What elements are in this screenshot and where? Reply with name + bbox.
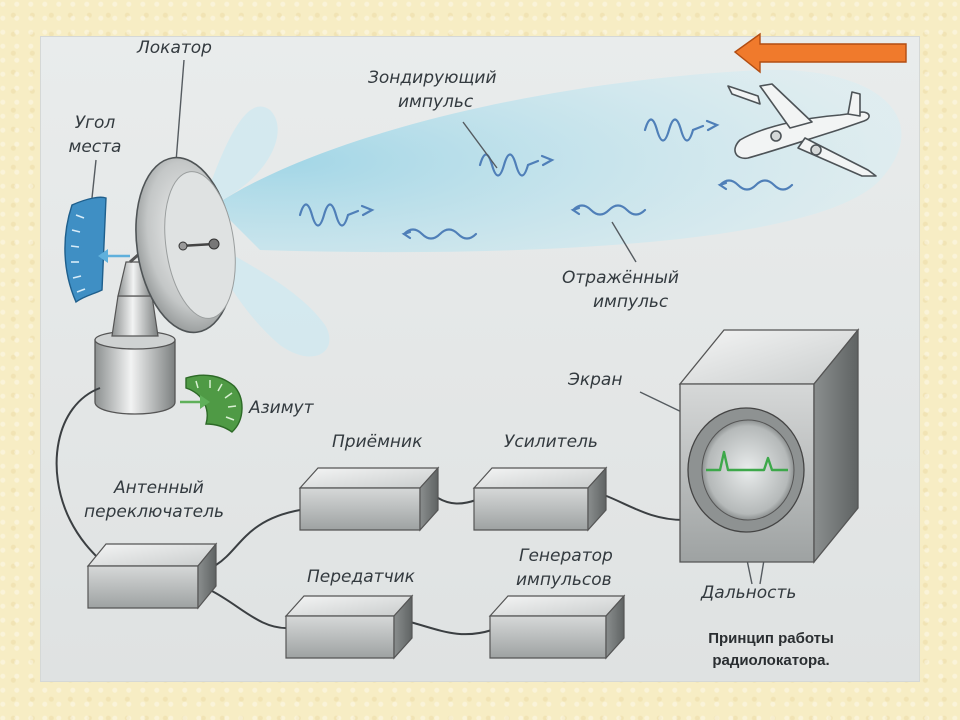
azimuth-label: Азимут <box>249 398 314 418</box>
cable-transmitter-generator <box>409 621 493 636</box>
probe-pulse-wave <box>643 118 720 142</box>
amplifier-label: Усилитель <box>504 432 598 452</box>
airplane-icon <box>727 83 877 177</box>
pulse-generator-box <box>488 594 626 660</box>
pulse-generator-label-line1: Генератор <box>519 546 613 566</box>
pulse-generator-label-line2: импульсов <box>516 570 612 590</box>
cable-antenna-switch <box>55 387 101 561</box>
antenna-switch-box <box>86 542 218 610</box>
probe-pulse-label-line2: импульс <box>398 92 474 112</box>
elevation-scale <box>64 196 130 304</box>
diagram-caption: Принцип работы радиолокатора. <box>676 628 866 672</box>
locator-label: Локатор <box>137 38 212 58</box>
receiver-label: Приёмник <box>332 432 423 452</box>
caption-line2: радиолокатора. <box>712 652 830 669</box>
transmitter-box <box>284 594 414 660</box>
range-trace <box>706 450 788 472</box>
radar-beam <box>210 69 902 357</box>
elevation-label-line2: места <box>68 137 122 157</box>
screen-unit <box>678 328 860 564</box>
reflected-pulse-label-line1: Отражённый <box>562 268 679 288</box>
probe-pulse-label-line1: Зондирующий <box>368 68 497 88</box>
cable-switch-receiver <box>215 509 301 566</box>
azimuth-scale <box>180 374 243 433</box>
screen-label: Экран <box>568 370 623 390</box>
reflected-pulse-wave <box>401 228 478 240</box>
reflected-pulse-leader <box>611 221 637 263</box>
probe-pulse-wave <box>298 203 375 227</box>
reflected-pulse-label-line2: импульс <box>593 292 669 312</box>
caption-line1: Принцип работы <box>708 630 834 647</box>
range-label: Дальность <box>701 583 797 603</box>
elevation-label-line1: Угол <box>74 113 116 133</box>
amplifier-box <box>472 466 608 532</box>
cable-receiver-amplifier <box>437 497 477 505</box>
reflected-pulse-wave <box>570 204 647 216</box>
elevation-leader <box>91 159 97 199</box>
left-arrow-icon[interactable] <box>733 32 907 74</box>
cable-amplifier-screen <box>603 494 685 521</box>
probe-pulse-leader <box>462 121 498 169</box>
radar-dish-icon <box>94 156 236 415</box>
receiver-box <box>298 466 440 532</box>
antenna-switch-label-line1: Антенный <box>114 478 204 498</box>
locator-leader <box>175 59 185 163</box>
antenna-switch-label-line2: переключатель <box>84 502 224 522</box>
reflected-pulse-wave <box>717 179 794 191</box>
transmitter-label: Передатчик <box>307 567 415 587</box>
cable-switch-transmitter <box>209 589 291 630</box>
